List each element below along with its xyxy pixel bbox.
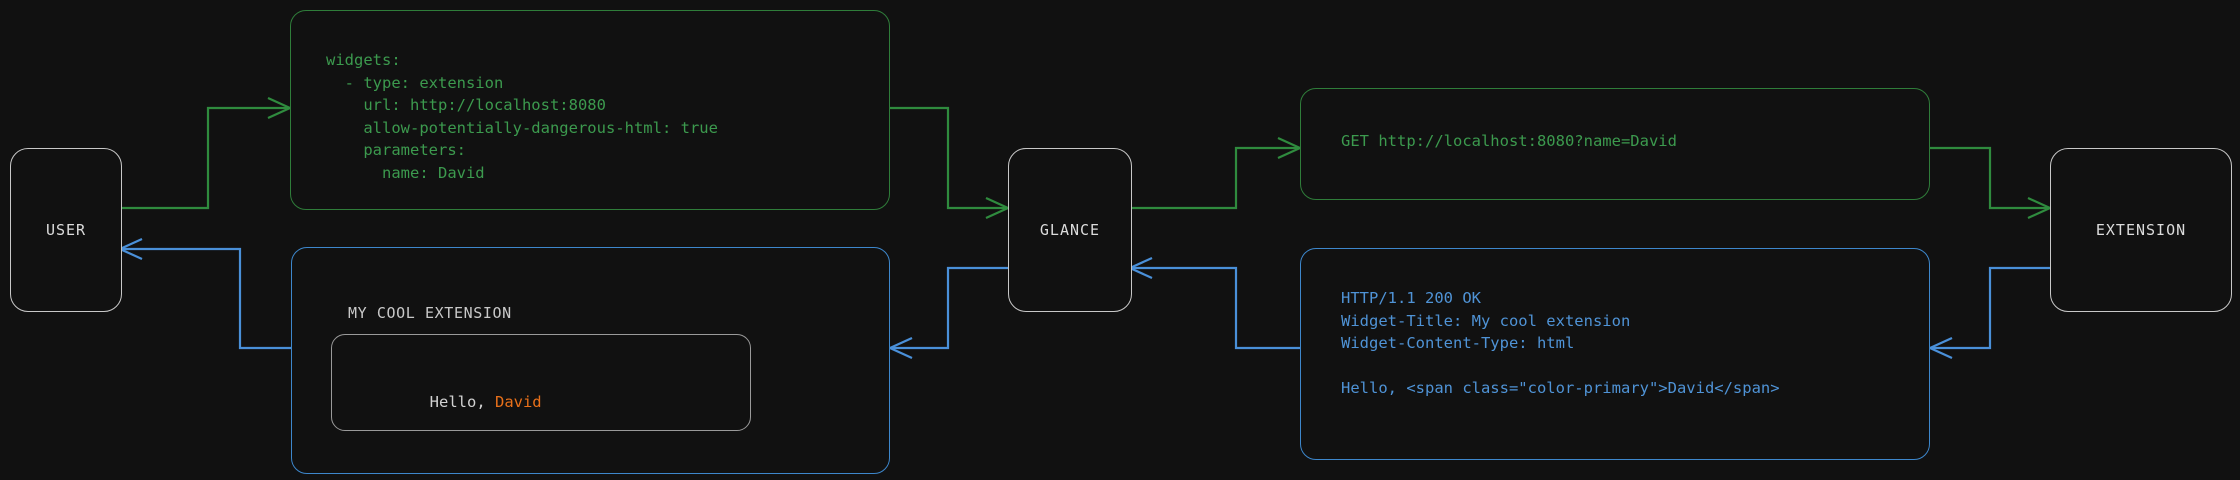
node-glance-label: GLANCE <box>1039 221 1101 239</box>
node-user-label: USER <box>45 221 87 239</box>
edge-glance-to-request <box>1130 136 1303 210</box>
node-extension[interactable]: EXTENSION <box>2050 148 2232 312</box>
edge-response-to-glance <box>1127 256 1300 350</box>
rendered-widget-content-box: Hello, David <box>331 334 751 431</box>
node-extension-label: EXTENSION <box>2095 221 2187 239</box>
edge-request-to-extension <box>1930 146 2053 220</box>
http-response-code: HTTP/1.1 200 OK Widget-Title: My cool ex… <box>1341 289 1780 397</box>
edge-config-to-glance <box>890 106 1011 220</box>
edge-user-to-config <box>120 96 293 210</box>
rendered-widget-body-prefix: Hello, <box>429 393 495 411</box>
edge-extension-to-response <box>1927 266 2050 360</box>
rendered-widget-body: Hello, David <box>355 375 542 429</box>
card-config-yaml[interactable]: widgets: - type: extension url: http://l… <box>290 10 890 210</box>
card-http-response[interactable]: HTTP/1.1 200 OK Widget-Title: My cool ex… <box>1300 248 1930 460</box>
node-user[interactable]: USER <box>10 148 122 312</box>
card-rendered-widget[interactable]: MY COOL EXTENSION Hello, David <box>291 247 890 474</box>
config-yaml-code: widgets: - type: extension url: http://l… <box>326 51 718 182</box>
card-http-request[interactable]: GET http://localhost:8080?name=David <box>1300 88 1930 200</box>
rendered-widget-body-accent: David <box>494 393 542 411</box>
edge-widget-to-user <box>117 237 291 350</box>
node-glance[interactable]: GLANCE <box>1008 148 1132 312</box>
rendered-widget-title: MY COOL EXTENSION <box>348 304 512 322</box>
edge-glance-to-widget <box>887 266 1008 360</box>
http-request-code: GET http://localhost:8080?name=David <box>1341 132 1677 150</box>
